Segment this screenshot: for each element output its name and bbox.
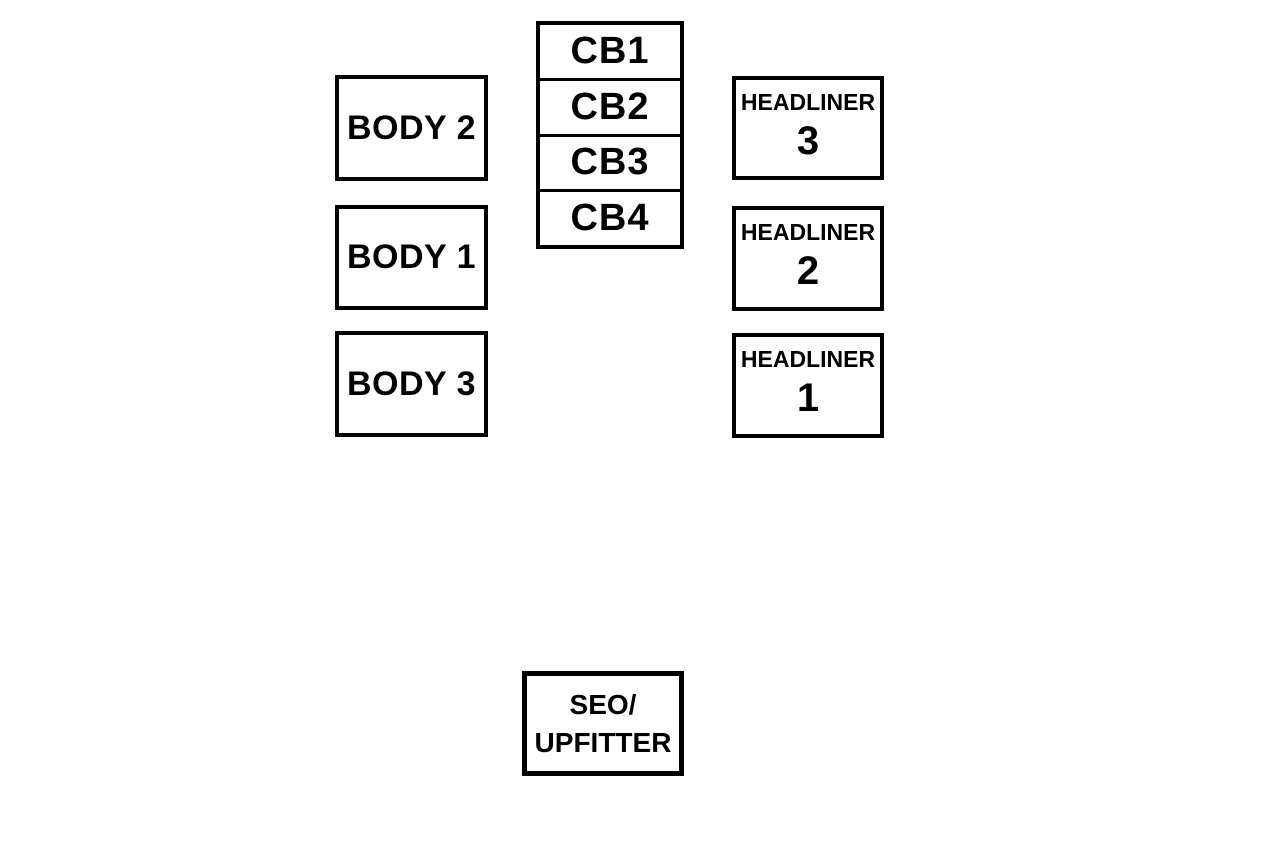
headliner-1-number: 1 bbox=[796, 376, 820, 420]
headliner-3-number: 3 bbox=[796, 119, 820, 163]
body-2-box: BODY 2 bbox=[335, 75, 488, 181]
cb1-cell: CB1 bbox=[540, 25, 680, 78]
seo-upfitter-box: SEO/ UPFITTER bbox=[522, 671, 684, 776]
cb2-label: CB2 bbox=[570, 85, 650, 128]
body-2-label: BODY 2 bbox=[347, 108, 476, 147]
seo-upfitter-line1: SEO/ bbox=[569, 688, 637, 720]
headliner-2-box: HEADLINER 2 bbox=[732, 206, 884, 311]
headliner-2-number: 2 bbox=[796, 249, 820, 293]
headliner-3-box: HEADLINER 3 bbox=[732, 76, 884, 180]
headliner-2-title: HEADLINER bbox=[740, 219, 876, 245]
cb4-label: CB4 bbox=[570, 197, 650, 240]
headliner-1-title: HEADLINER bbox=[740, 346, 876, 372]
seo-upfitter-line2: UPFITTER bbox=[534, 726, 672, 758]
body-3-label: BODY 3 bbox=[347, 364, 476, 403]
circuit-breaker-stack: CB1 CB2 CB3 CB4 bbox=[536, 21, 684, 249]
cb4-cell: CB4 bbox=[540, 189, 680, 245]
cb2-cell: CB2 bbox=[540, 77, 680, 134]
headliner-3-title: HEADLINER bbox=[740, 89, 876, 115]
cb1-label: CB1 bbox=[570, 29, 650, 72]
cb3-cell: CB3 bbox=[540, 133, 680, 190]
cb3-label: CB3 bbox=[570, 141, 650, 184]
body-1-box: BODY 1 bbox=[335, 205, 488, 310]
body-3-box: BODY 3 bbox=[335, 331, 488, 437]
headliner-1-box: HEADLINER 1 bbox=[732, 333, 884, 438]
body-1-label: BODY 1 bbox=[347, 238, 476, 276]
